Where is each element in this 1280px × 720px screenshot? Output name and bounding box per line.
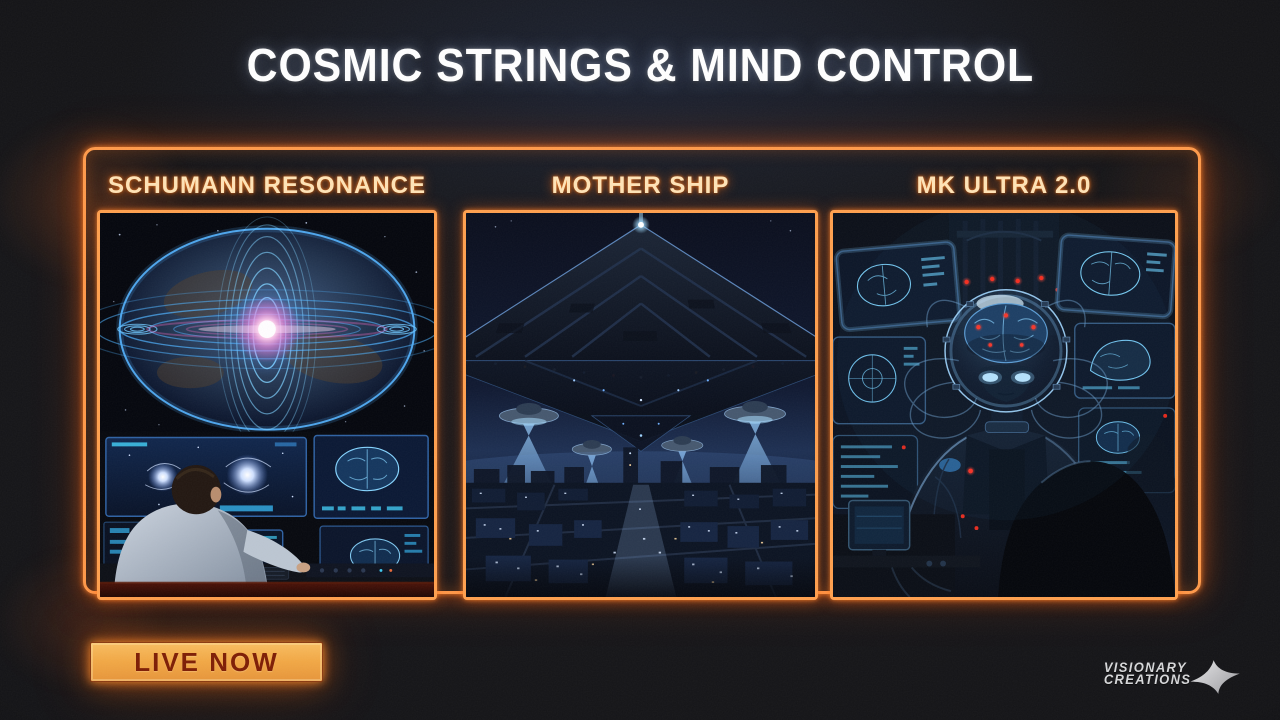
panel-label-schumann-resonance: SCHUMANN RESONANCE [107,172,426,199]
mk-ultra-art [833,213,1175,597]
visionary-creations-logo: VISIONARY CREATIONS [1102,659,1252,699]
panel-mother-ship [463,210,818,600]
schumann-resonance-art [100,213,434,597]
page-title: COSMIC STRINGS & MIND CONTROL [246,39,1034,91]
live-now-badge: LIVE NOW [90,642,323,682]
logo-text: VISIONARY CREATIONS [1103,661,1192,687]
panel-schumann-resonance [97,210,437,600]
panel-label-mk-ultra: MK ULTRA 2.0 [916,172,1092,199]
logo-line-2: CREATIONS [1103,671,1192,687]
panel-mk-ultra [830,210,1178,600]
mother-ship-art [466,213,815,597]
panel-label-mother-ship: MOTHER SHIP [551,172,730,199]
four-point-star-icon [1190,660,1240,694]
